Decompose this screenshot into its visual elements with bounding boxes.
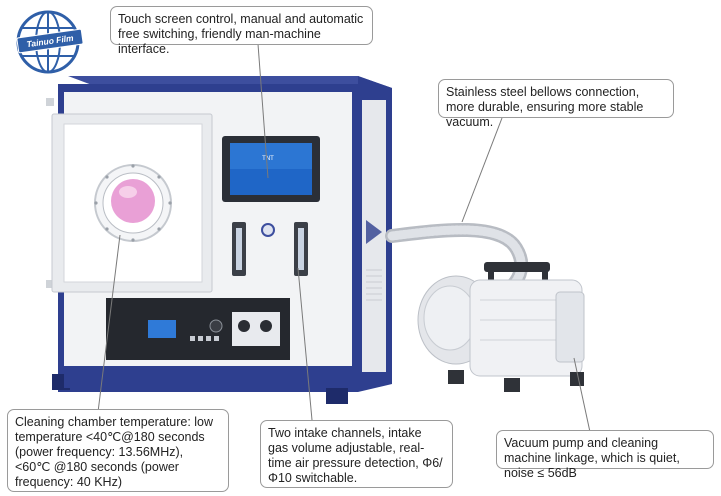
svg-text:TNT: TNT bbox=[262, 156, 274, 162]
callout-vacuum-pump: Vacuum pump and cleaning machine linkage… bbox=[496, 430, 714, 480]
callout-intake-channels: Two intake channels, intake gas volume a… bbox=[260, 420, 453, 488]
callout-bellows: Stainless steel bellows connection, more… bbox=[438, 79, 674, 129]
callout-chamber-temperature: Cleaning chamber temperature: low temper… bbox=[7, 409, 229, 492]
bellows-hose bbox=[385, 223, 529, 293]
leader-lines bbox=[97, 43, 591, 433]
callout-touch-screen: Touch screen control, manual and automat… bbox=[110, 6, 373, 56]
cleaning-machine: TNT bbox=[46, 76, 392, 404]
vacuum-pump bbox=[417, 262, 585, 392]
